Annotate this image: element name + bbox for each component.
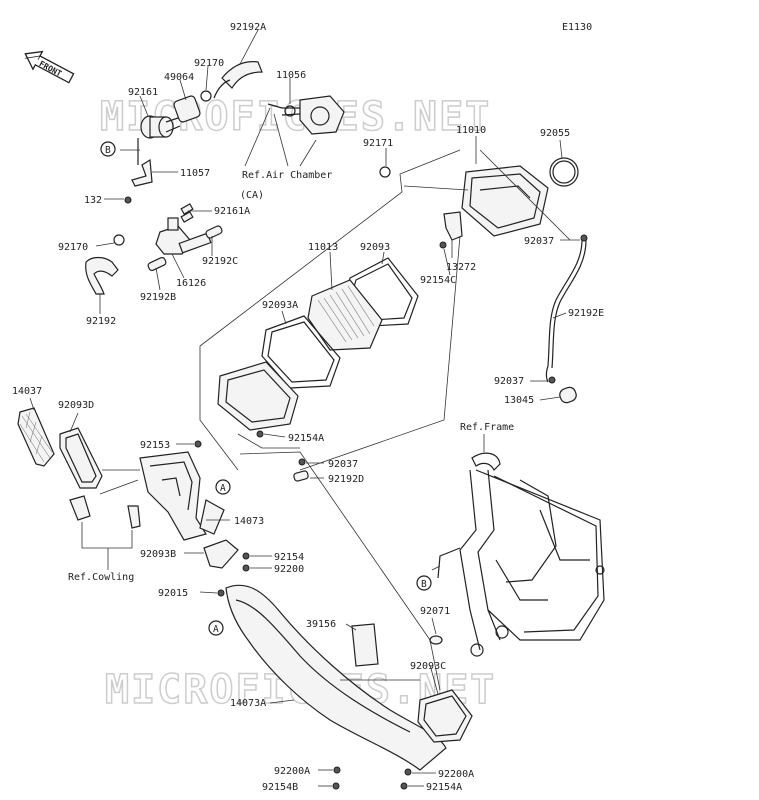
long-intake-duct	[225, 451, 473, 790]
label-92154A: 92154A	[288, 433, 324, 444]
label-92037-center: 92037	[328, 459, 358, 470]
label-92170-mid: 92170	[58, 242, 88, 253]
label-11057: 11057	[180, 168, 210, 179]
label-92093C: 92093C	[410, 661, 446, 672]
label-92055: 92055	[540, 128, 570, 139]
marker-b-frame: B	[416, 575, 432, 591]
label-92192C: 92192C	[202, 256, 238, 267]
diagram-code: E1130	[562, 22, 592, 33]
label-92171: 92171	[363, 138, 393, 149]
label-92200A-right: 92200A	[438, 769, 474, 780]
label-13272: 13272	[446, 262, 476, 273]
label-92192B: 92192B	[140, 292, 176, 303]
label-92154: 92154	[274, 552, 304, 563]
breather-hose-group	[85, 29, 345, 314]
label-ref-air-chamber: Ref.Air Chamber	[242, 170, 332, 181]
svg-text:B: B	[421, 579, 427, 590]
label-92200: 92200	[274, 564, 304, 575]
label-92170-top: 92170	[194, 58, 224, 69]
label-49064: 49064	[164, 72, 194, 83]
label-92153: 92153	[140, 440, 170, 451]
label-13045: 13045	[504, 395, 534, 406]
label-92192E: 92192E	[568, 308, 604, 319]
label-14073A: 14073A	[230, 698, 266, 709]
label-92154B: 92154B	[262, 782, 298, 793]
label-92071: 92071	[420, 606, 450, 617]
label-ref-frame: Ref.Frame	[460, 422, 514, 433]
label-ref-cowling: Ref.Cowling	[68, 572, 134, 583]
label-92093: 92093	[360, 242, 390, 253]
label-39156: 39156	[306, 619, 336, 630]
label-92192D: 92192D	[328, 474, 364, 485]
label-92200A-left: 92200A	[274, 766, 310, 777]
label-11013: 11013	[308, 242, 338, 253]
label-16126: 16126	[176, 278, 206, 289]
label-14073: 14073	[234, 516, 264, 527]
label-92093A: 92093A	[262, 300, 298, 311]
label-11010: 11010	[456, 125, 486, 136]
label-92192A: 92192A	[230, 22, 266, 33]
label-92037-right2: 92037	[494, 376, 524, 387]
air-filter-group	[217, 251, 419, 482]
svg-text:B: B	[105, 145, 111, 156]
label-92154C: 92154C	[420, 275, 456, 286]
label-11056: 11056	[276, 70, 306, 81]
marker-a-lower: A	[208, 620, 224, 636]
svg-text:A: A	[220, 483, 226, 494]
label-92161A: 92161A	[214, 206, 250, 217]
label-92093B: 92093B	[140, 549, 176, 560]
label-92154A-bottom: 92154A	[426, 782, 462, 793]
label-ca: (CA)	[240, 190, 264, 201]
air-duct-group	[17, 397, 272, 597]
front-arrow-icon: FRONT	[24, 50, 75, 84]
label-14037: 14037	[12, 386, 42, 397]
marker-b-upper: B	[100, 141, 116, 157]
label-92161: 92161	[128, 87, 158, 98]
label-92093D: 92093D	[58, 400, 94, 411]
label-92037-right: 92037	[524, 236, 554, 247]
exploded-view-outline	[199, 149, 571, 471]
label-92015: 92015	[158, 588, 188, 599]
marker-a-upper: A	[215, 479, 231, 495]
air-cleaner-housing-group	[379, 136, 588, 404]
frame-group	[429, 434, 605, 657]
svg-text:A: A	[213, 624, 219, 635]
label-92192: 92192	[86, 316, 116, 327]
label-132: 132	[84, 195, 102, 206]
